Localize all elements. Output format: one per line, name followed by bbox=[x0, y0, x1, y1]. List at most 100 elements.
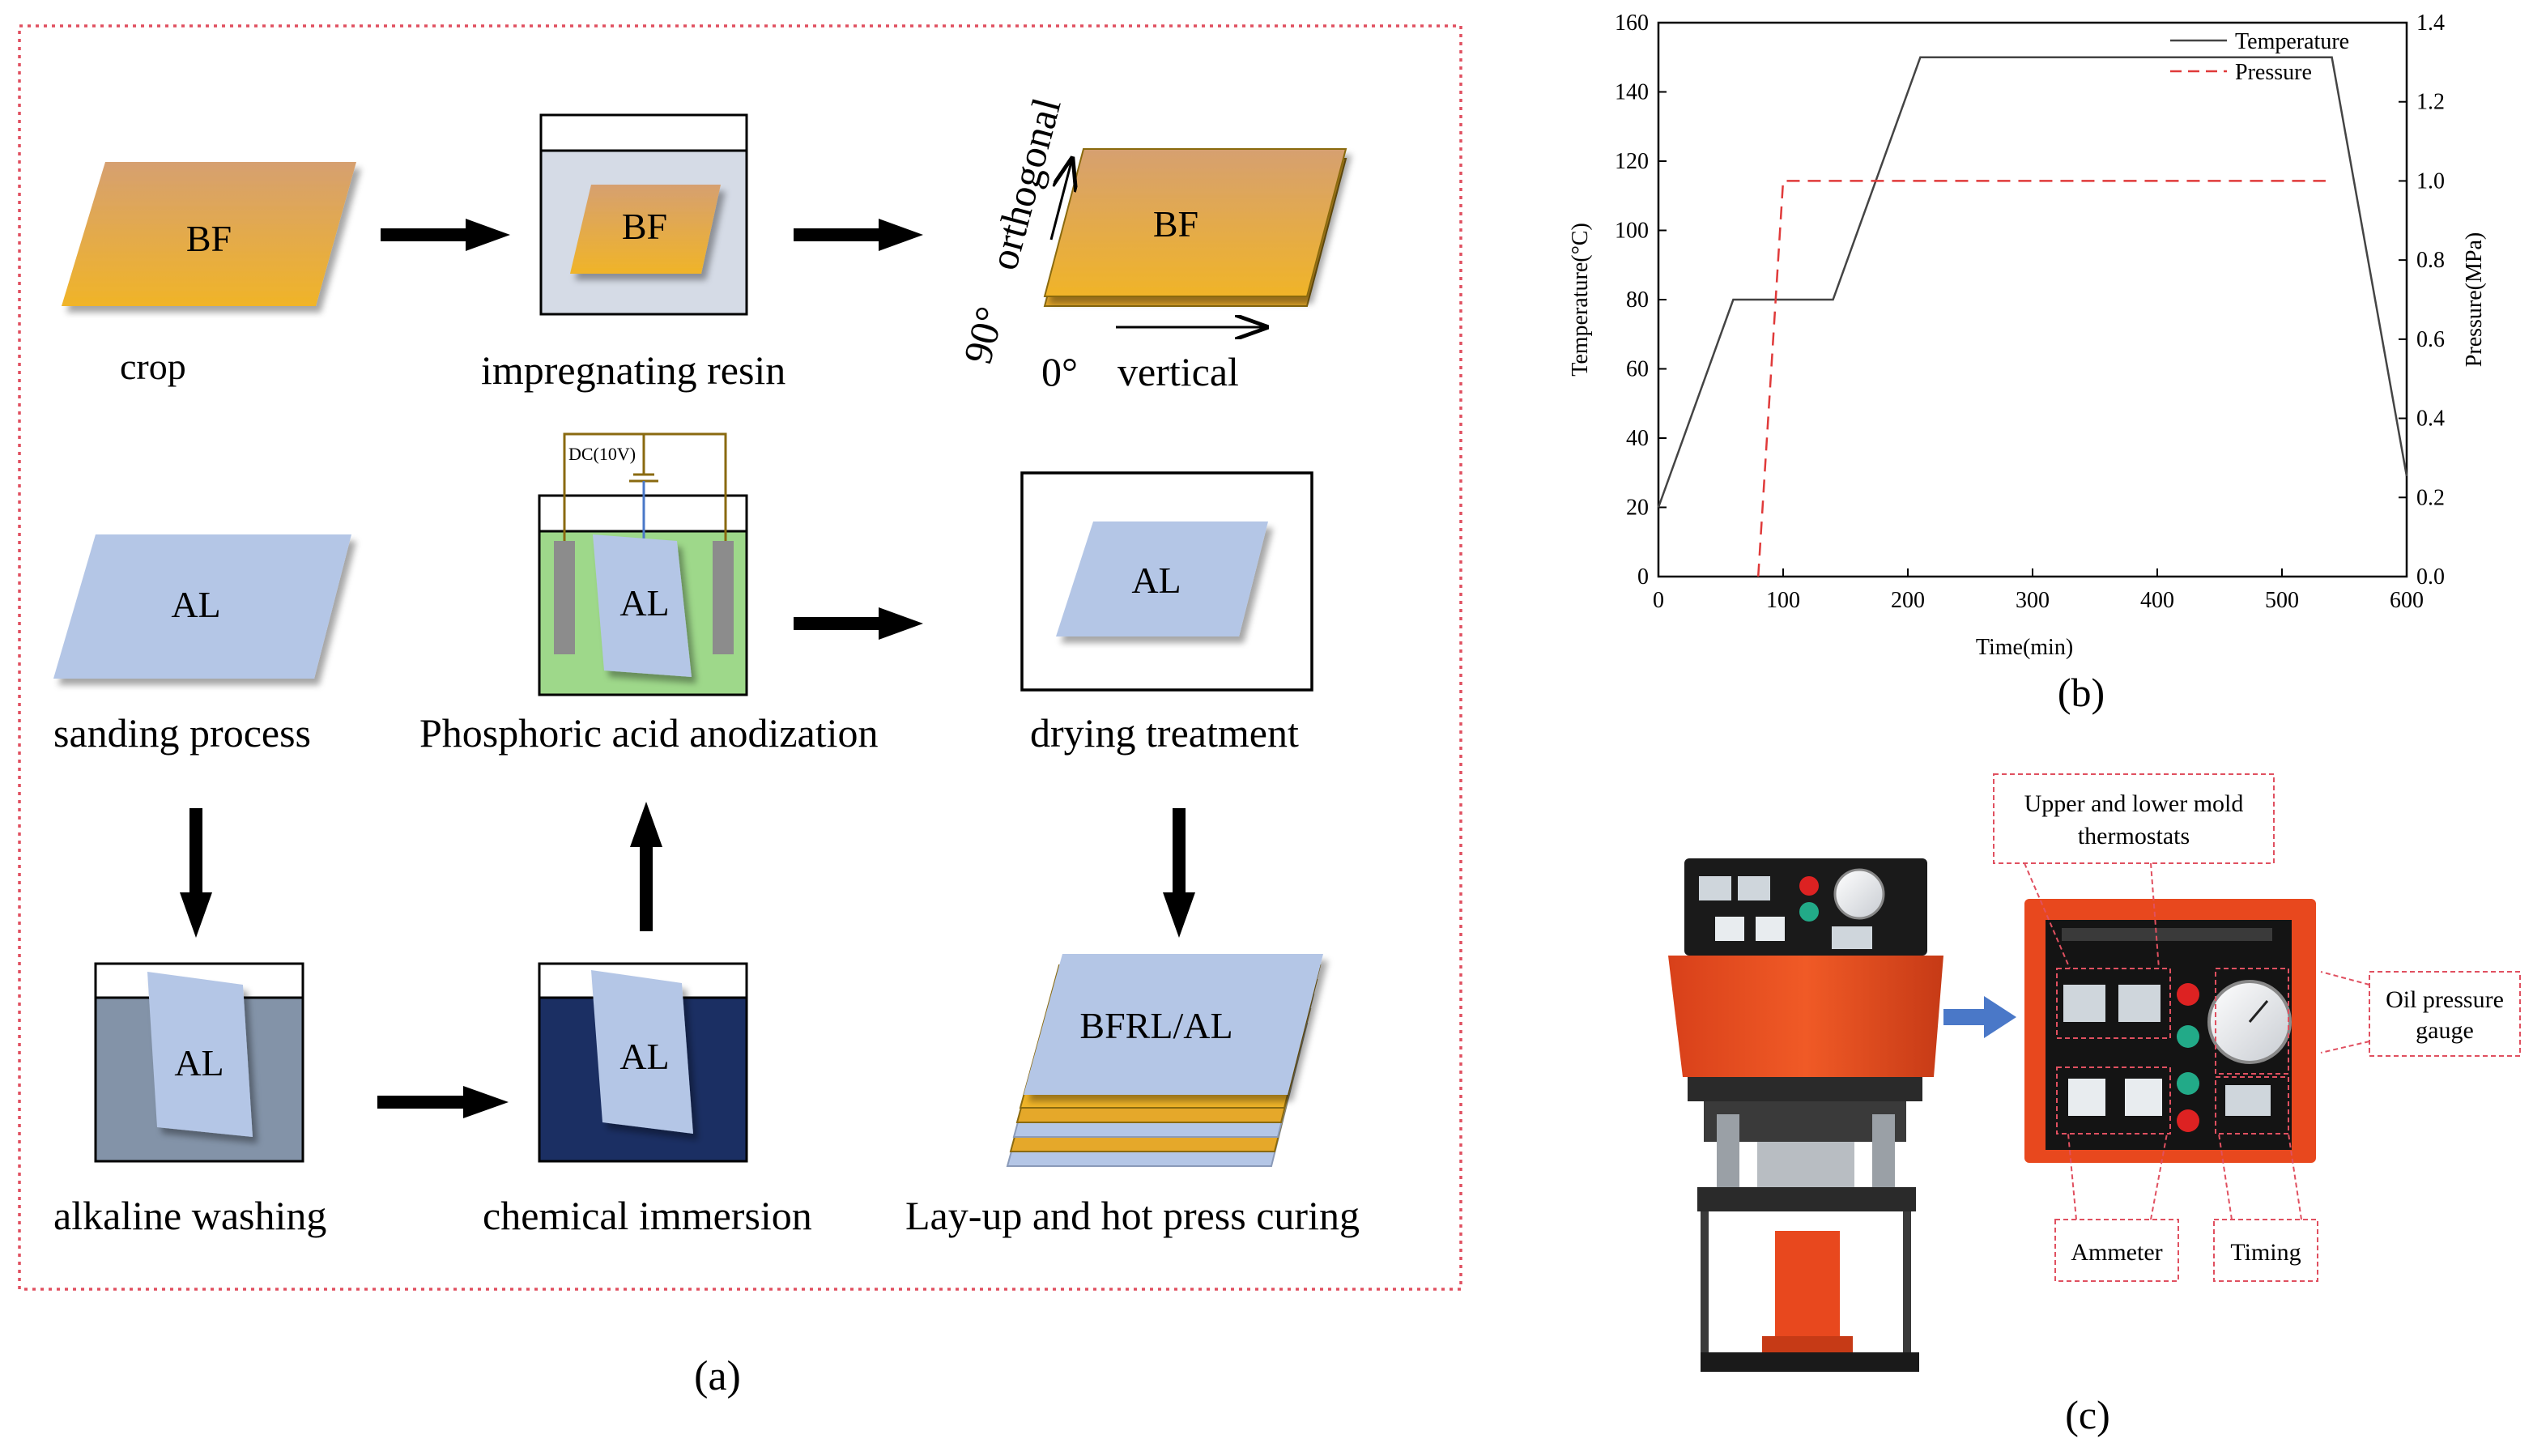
y-left-tick-label: 0 bbox=[1637, 564, 1649, 590]
y-left-tick-label: 60 bbox=[1626, 357, 1649, 382]
step-crop: BF crop bbox=[62, 162, 356, 387]
callout-box bbox=[1993, 773, 2275, 864]
panel-a: BF crop BF impregnating resin BF orthogo… bbox=[18, 24, 1462, 1399]
indicator-light bbox=[2177, 1025, 2199, 1048]
callout-text-line1: Upper and lower mold bbox=[2024, 790, 2244, 817]
arrow-right bbox=[794, 607, 923, 640]
step-sanding-process: AL sanding process bbox=[53, 534, 351, 756]
callout-leader bbox=[2288, 1133, 2302, 1220]
x-tick-label: 500 bbox=[2265, 588, 2299, 613]
timer-highlight bbox=[2215, 1076, 2289, 1135]
chart-series bbox=[1657, 56, 2408, 577]
vertical-label: vertical bbox=[1118, 349, 1239, 394]
thermostat-display bbox=[2118, 985, 2160, 1022]
x-tick-label: 400 bbox=[2140, 588, 2174, 613]
y-left-tick-label: 140 bbox=[1615, 80, 1649, 105]
bf-ply-upper bbox=[1043, 148, 1347, 297]
spring bbox=[1717, 1114, 1739, 1187]
y-left-tick-label: 20 bbox=[1626, 496, 1649, 521]
step-alkaline-washing: AL alkaline washing bbox=[53, 962, 326, 1238]
orthogonal-label: orthogonal bbox=[981, 93, 1070, 275]
x-tick-label: 600 bbox=[2390, 588, 2424, 613]
al-sheet bbox=[593, 534, 692, 677]
ammeter-display bbox=[2125, 1079, 2162, 1116]
machine-base bbox=[1701, 1352, 1919, 1372]
hydraulic-jack bbox=[1775, 1231, 1840, 1344]
y-right-tick-label: 0.4 bbox=[2416, 407, 2445, 432]
bf-tag: BF bbox=[186, 218, 232, 259]
y-right-tick-label: 0.0 bbox=[2416, 564, 2445, 590]
al-tag: AL bbox=[619, 1036, 669, 1077]
ammeter-display bbox=[2068, 1079, 2105, 1116]
step-impregnating-resin: BF impregnating resin bbox=[481, 113, 785, 393]
crop-label: crop bbox=[120, 346, 186, 387]
timer-display bbox=[1832, 926, 1872, 949]
al-tag: AL bbox=[619, 582, 669, 624]
panel-b-caption: (b) bbox=[2058, 670, 2105, 715]
indicator-light bbox=[2177, 1072, 2199, 1095]
chart-legend: Temperature Pressure bbox=[2170, 29, 2349, 85]
legend-label-pressure: Pressure bbox=[2235, 60, 2312, 85]
callout-text-line2: thermostats bbox=[2078, 823, 2190, 849]
arrow-right bbox=[381, 219, 510, 251]
indicator-light bbox=[2177, 983, 2199, 1006]
column bbox=[1701, 1211, 1709, 1365]
callout-box bbox=[2369, 971, 2521, 1057]
electrode-left bbox=[554, 541, 575, 654]
x-tick-label: 300 bbox=[2016, 588, 2050, 613]
callout-ammeter: Ammeter bbox=[2054, 1133, 2179, 1282]
y-right-tick-label: 1.4 bbox=[2416, 11, 2445, 36]
blue-arrow-right bbox=[1943, 996, 2016, 1038]
thermostat-display bbox=[2063, 985, 2105, 1022]
callout-leader bbox=[2320, 971, 2370, 986]
column bbox=[1903, 1211, 1911, 1365]
callout-leader bbox=[2150, 1133, 2168, 1220]
thermostat-highlight bbox=[2056, 968, 2171, 1039]
arrow-right bbox=[794, 219, 923, 251]
lower-platen bbox=[1697, 1187, 1916, 1211]
callout-text-line1: Oil pressure bbox=[2386, 986, 2504, 1013]
arrow-up bbox=[630, 802, 662, 931]
bf-sheet bbox=[62, 162, 356, 306]
drying-treatment-label: drying treatment bbox=[1030, 710, 1299, 756]
press-housing bbox=[1668, 956, 1943, 1077]
series-line-pressure bbox=[1756, 180, 2326, 577]
al-sheet bbox=[53, 534, 351, 679]
callout-ammeter-text: Ammeter bbox=[2071, 1239, 2162, 1266]
y-right-tick-label: 1.0 bbox=[2416, 168, 2445, 194]
legend-label-temperature: Temperature bbox=[2235, 29, 2349, 54]
step-anodization: DC(10V) AL Phosphoric acid anodization bbox=[419, 432, 879, 756]
ammeter-display bbox=[1715, 917, 1744, 941]
x-tick-label: 100 bbox=[1766, 588, 1800, 613]
spring bbox=[1872, 1114, 1895, 1187]
y-right-tick-label: 1.2 bbox=[2416, 90, 2445, 115]
thermostat-display bbox=[1738, 876, 1770, 900]
layup-curing-label: Lay-up and hot press curing bbox=[905, 1193, 1360, 1238]
step-lay-orientation: BF orthogonal 90° 0° vertical bbox=[955, 93, 1347, 394]
callout-oil-pressure-gauge: Oil pressure gauge bbox=[2320, 971, 2521, 1057]
y-left-tick-label: 40 bbox=[1626, 426, 1649, 451]
y-right-tick-label: 0.6 bbox=[2416, 327, 2445, 352]
control-panel-closeup bbox=[2024, 899, 2316, 1163]
arrow-down bbox=[180, 808, 212, 938]
orthogonal-direction-arrow bbox=[1049, 159, 1072, 241]
callout-box bbox=[2054, 1219, 2179, 1282]
upper-platen bbox=[1688, 1077, 1922, 1101]
alkaline-washing-label: alkaline washing bbox=[53, 1193, 326, 1238]
hot-press-machine bbox=[1668, 858, 1943, 1372]
power-supply-label: DC(10V) bbox=[568, 444, 636, 464]
mold-cavity bbox=[1757, 1142, 1854, 1190]
panel-c-caption: (c) bbox=[2065, 1392, 2110, 1437]
x-tick-label: 200 bbox=[1891, 588, 1925, 613]
callout-leader bbox=[2218, 1133, 2233, 1220]
series-line-temperature bbox=[1657, 56, 2408, 508]
y-axis-label-right: Pressure(MPa) bbox=[2462, 232, 2487, 367]
bf-sheet bbox=[570, 185, 721, 274]
callout-leader bbox=[2067, 1133, 2077, 1220]
bf-tag: BF bbox=[1153, 203, 1198, 245]
indicator-light bbox=[2177, 1109, 2199, 1132]
sanding-process-label: sanding process bbox=[53, 710, 311, 756]
